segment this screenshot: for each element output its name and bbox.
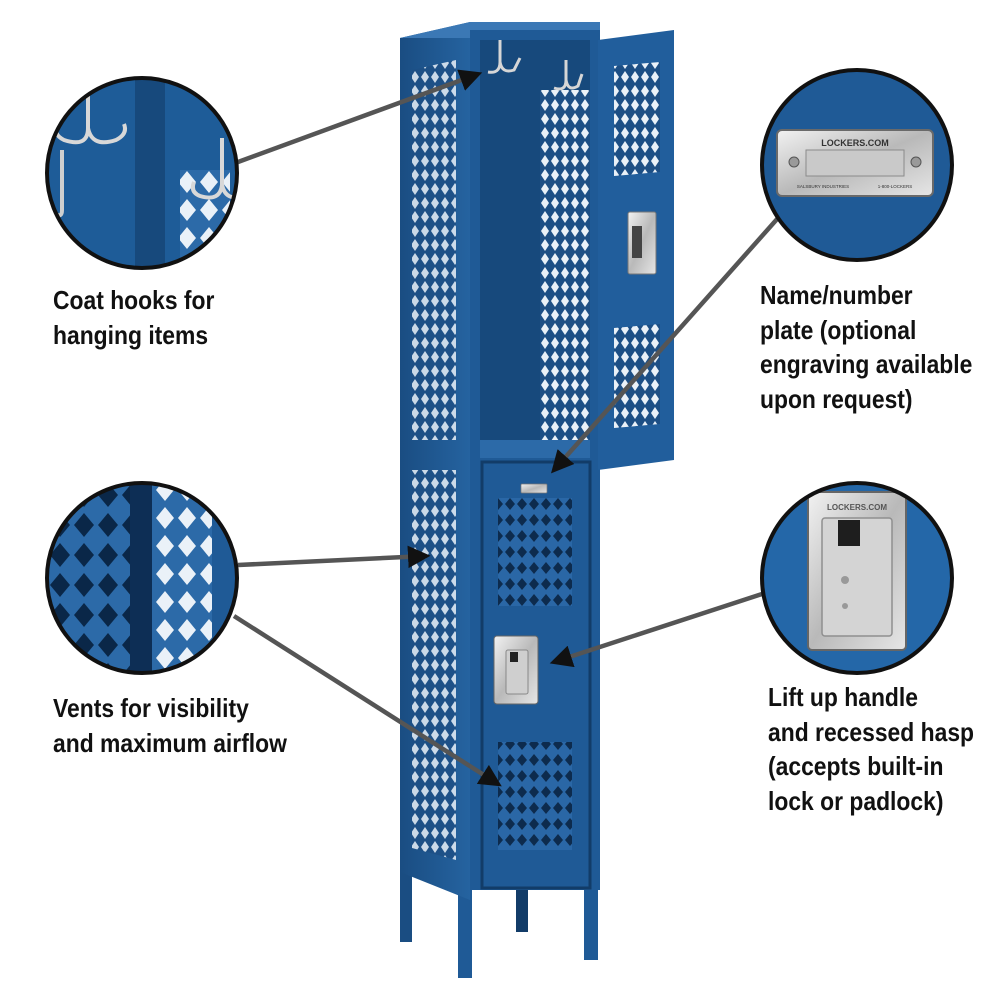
callout-line: Coat hooks for bbox=[53, 285, 215, 315]
plate-maker: SALSBURY INDUSTRIES bbox=[797, 184, 849, 189]
callout-line: upon request) bbox=[760, 383, 913, 414]
upper-door-handle[interactable] bbox=[632, 226, 642, 258]
callout-line: Name/number bbox=[760, 280, 913, 310]
locker-leg bbox=[584, 880, 598, 960]
arrow-name-plate bbox=[551, 216, 780, 474]
zoom-circle-name-plate: LOCKERS.COM SALSBURY INDUSTRIES 1-800-LO… bbox=[760, 68, 954, 262]
zoom-circle-coat-hooks bbox=[45, 76, 239, 270]
callout-arrows bbox=[232, 69, 780, 787]
side-vent-upper bbox=[412, 60, 456, 440]
lower-door-vent-bottom bbox=[498, 742, 572, 850]
callout-line: (accepts built-in bbox=[768, 751, 944, 781]
locker-leg bbox=[458, 880, 472, 978]
interior-back-vent bbox=[540, 90, 590, 440]
callout-line: plate (optional bbox=[760, 314, 917, 345]
callout-line: lock or padlock) bbox=[768, 785, 944, 816]
callout-line: and recessed hasp bbox=[768, 716, 975, 747]
callout-line: hanging items bbox=[53, 319, 209, 350]
upper-door-vent bbox=[614, 62, 660, 176]
coat-hook-icon bbox=[553, 60, 584, 91]
handle-latch-icon bbox=[838, 520, 860, 546]
callout-line: and maximum airflow bbox=[53, 727, 287, 758]
number-plate bbox=[520, 483, 548, 494]
zoom-circle-handle: LOCKERS.COM bbox=[760, 481, 954, 675]
arrow-handle bbox=[549, 591, 763, 668]
callout-name-plate: Name/number plate (optional engraving av… bbox=[760, 278, 972, 416]
arrow-coat-hooks bbox=[237, 69, 483, 165]
callout-line: Lift up handle bbox=[768, 682, 918, 712]
arrow-vents-side bbox=[237, 545, 431, 569]
hasp-brand: LOCKERS.COM bbox=[827, 503, 887, 512]
coat-hook-icon bbox=[487, 40, 522, 74]
plate-brand: LOCKERS.COM bbox=[821, 138, 889, 148]
locker-leg bbox=[516, 880, 528, 932]
coat-hook-icon bbox=[190, 138, 237, 200]
zoom-circle-vents bbox=[45, 481, 239, 675]
lower-door-vent-top bbox=[498, 498, 572, 606]
side-vent-lower bbox=[412, 470, 456, 860]
plate-phone: 1-800-LOCKERS bbox=[878, 184, 913, 189]
locker bbox=[400, 22, 674, 978]
callout-vents: Vents for visibility and maximum airflow bbox=[53, 691, 287, 760]
callout-line: Vents for visibility bbox=[53, 693, 249, 723]
arrow-vents-door bbox=[232, 614, 502, 787]
callout-handle: Lift up handle and recessed hasp (accept… bbox=[768, 680, 974, 818]
locker-leg bbox=[400, 872, 412, 942]
callout-line: engraving available bbox=[760, 349, 973, 379]
callout-coat-hooks: Coat hooks for hanging items bbox=[53, 283, 214, 352]
